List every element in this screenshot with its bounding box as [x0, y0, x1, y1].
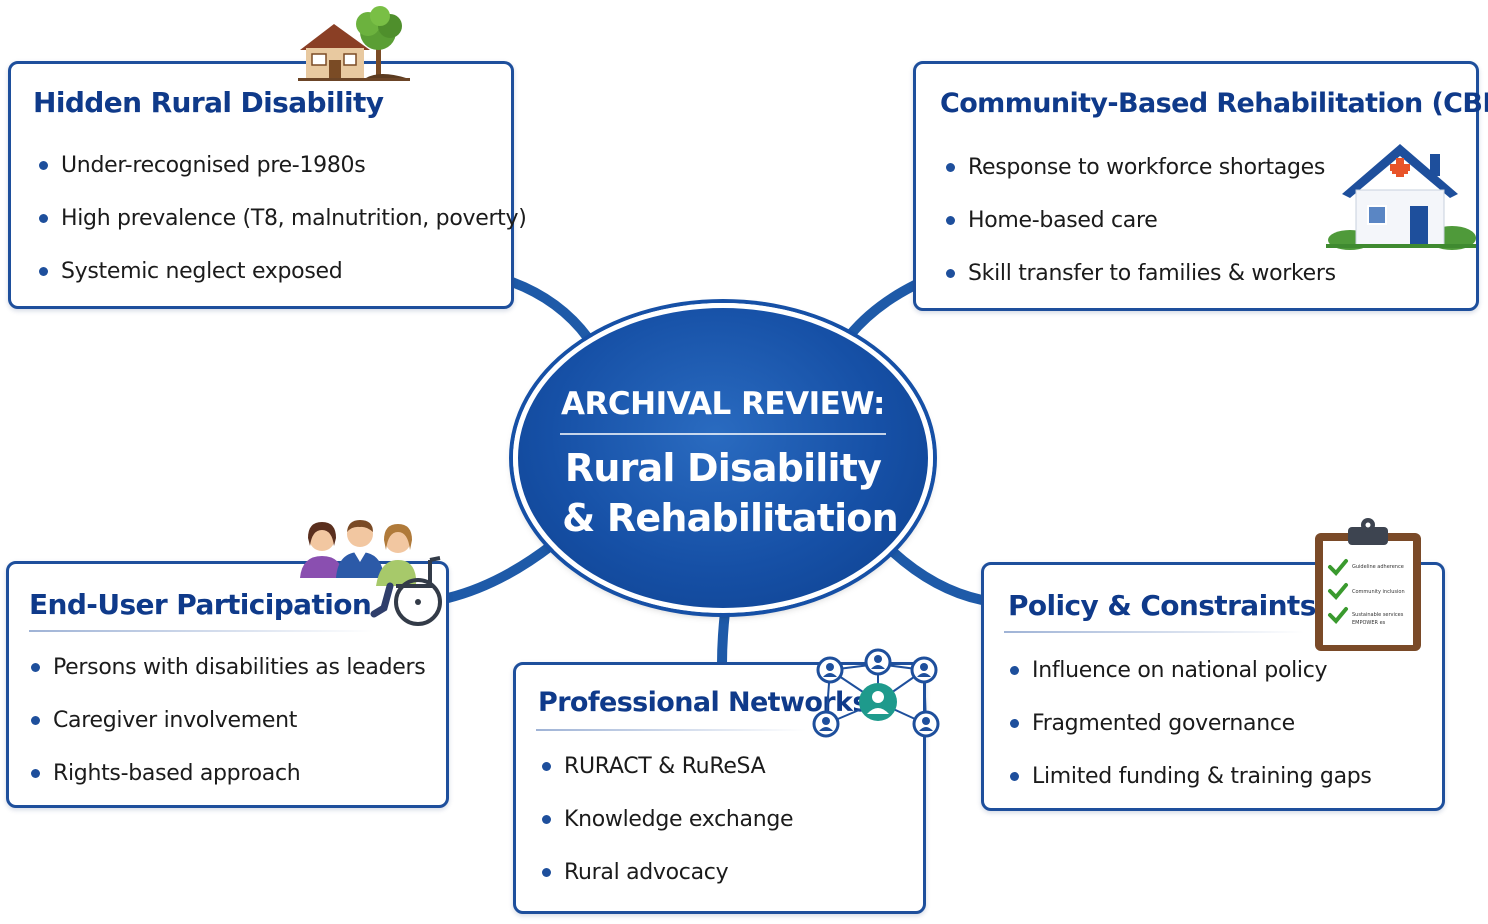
- connector-networks: [717, 607, 730, 669]
- connector-hidden-rural: [507, 277, 593, 343]
- title-divider: [1004, 631, 1304, 633]
- hub-kicker: ARCHIVAL REVIEW:: [561, 386, 885, 422]
- bullet-list: Under-recognised pre-1980s High prevalen…: [35, 150, 527, 309]
- bullet-list: Influence on national policy Fragmented …: [1006, 655, 1372, 814]
- card-title: End-User Participation: [29, 588, 372, 621]
- list-item: High prevalence (T8, malnutrition, pover…: [35, 203, 527, 256]
- card-community-based-rehabilitation: Community-Based Rehabilitation (CBR) Res…: [913, 61, 1488, 311]
- hub-title-line-1: Rural Disability: [564, 446, 882, 490]
- list-item: Skill transfer to families & workers: [942, 258, 1336, 311]
- clipboard-line: Sustainable services: [1352, 612, 1404, 618]
- card-title: Community-Based Rehabilitation (CBR): [940, 88, 1488, 119]
- connector-cbr: [845, 280, 920, 340]
- card-title: Professional Networks: [538, 687, 868, 718]
- clipboard-checklist-icon: Guideline adherence Community inclusion …: [1312, 515, 1424, 653]
- clipboard-line: Community inclusion: [1352, 589, 1405, 595]
- list-item: Rights-based approach: [27, 758, 425, 811]
- card-title: Hidden Rural Disability: [33, 86, 384, 119]
- hub-divider: [560, 433, 886, 435]
- title-divider: [29, 630, 374, 632]
- list-item: Under-recognised pre-1980s: [35, 150, 527, 203]
- list-item: Rural advocacy: [538, 857, 793, 910]
- card-hidden-rural-disability: Hidden Rural Disability Under-recognised…: [8, 61, 527, 309]
- list-item: Fragmented governance: [1006, 708, 1372, 761]
- card-professional-networks: Professional Networks RURACT & RuReSA Kn…: [513, 662, 926, 914]
- card-title: Policy & Constraints: [1008, 589, 1316, 622]
- people-wheelchair-icon: [300, 520, 442, 626]
- connector-end-user: [443, 540, 557, 603]
- hub-title-line-2: & Rehabilitation: [562, 496, 899, 540]
- card-end-user-participation: End-User Participation Persons with disa…: [6, 561, 449, 808]
- central-hub: ARCHIVAL REVIEW: Rural Disability & Reha…: [513, 303, 933, 613]
- list-item: Influence on national policy: [1006, 655, 1372, 708]
- list-item: Limited funding & training gaps: [1006, 761, 1372, 814]
- clipboard-board: [1315, 518, 1421, 651]
- connector-policy: [888, 547, 987, 605]
- title-divider: [536, 729, 806, 731]
- list-item: Caregiver involvement: [27, 705, 425, 758]
- list-item: Home-based care: [942, 205, 1336, 258]
- list-item: Knowledge exchange: [538, 804, 794, 857]
- list-item: RURACT & RuReSA: [538, 751, 793, 804]
- network-people-icon: [812, 648, 940, 738]
- list-item: Response to workforce shortages: [942, 152, 1336, 205]
- clipboard-line: Guideline adherence: [1352, 564, 1404, 570]
- bullet-list: RURACT & RuReSA Knowledge exchange Rural…: [538, 751, 794, 910]
- list-item: Persons with disabilities as leaders: [27, 652, 426, 705]
- house-tree-icon: [298, 6, 410, 81]
- clinic-house-icon: [1326, 144, 1476, 250]
- bullet-list: Persons with disabilities as leaders Car…: [27, 652, 426, 811]
- clipboard-line: EMPOWER es: [1352, 620, 1386, 626]
- list-item: Systemic neglect exposed: [35, 256, 527, 309]
- bullet-list: Response to workforce shortages Home-bas…: [942, 152, 1336, 311]
